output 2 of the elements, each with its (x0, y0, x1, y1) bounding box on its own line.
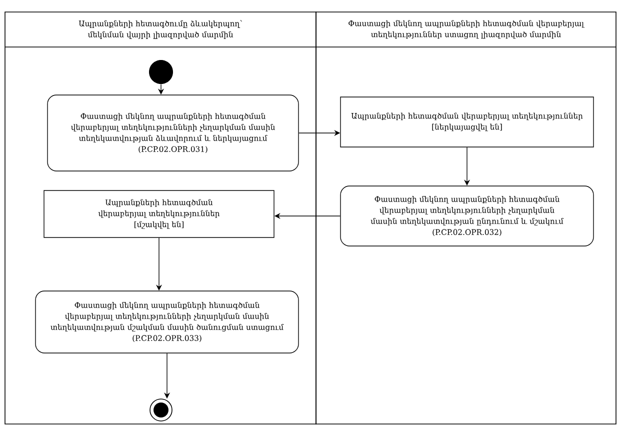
final-node (150, 398, 172, 422)
initial-node (149, 60, 173, 84)
